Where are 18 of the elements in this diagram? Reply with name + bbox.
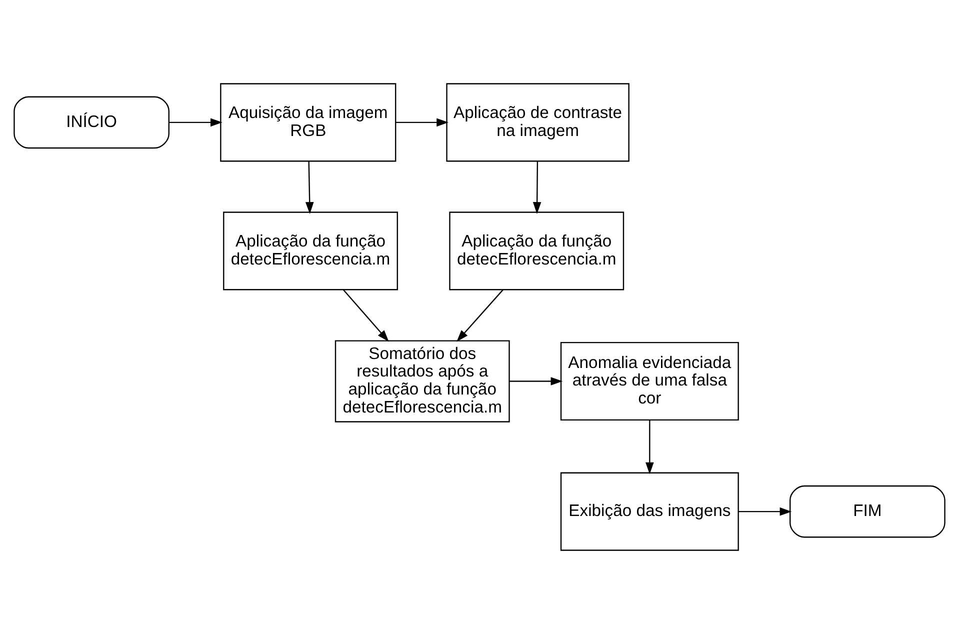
node-box: Exibição das imagens <box>560 472 738 551</box>
node-box: Aplicação de contraste na imagem <box>446 83 629 162</box>
node-box: Somatório dos resultados após a aplicação da função detecEflorescencia.m <box>334 340 510 422</box>
arrow <box>532 161 541 214</box>
arrow <box>304 161 314 214</box>
arrow <box>738 507 792 516</box>
arrow <box>645 420 654 474</box>
node-box: FIM <box>789 485 945 538</box>
node-box: Aplicação da função detecEflorescencia.m <box>448 212 624 290</box>
arrow <box>456 289 503 342</box>
arrow <box>395 118 448 127</box>
arrow <box>342 289 388 342</box>
arrow <box>508 377 562 386</box>
node-box: Aquisição da imagem RGB <box>220 83 396 162</box>
node-box: INÍCIO <box>13 96 169 149</box>
arrow <box>168 118 222 127</box>
node-box: Anomalia evidenciada através de uma falsa cor <box>560 342 738 421</box>
node-box: Aplicação da função detecEflorescencia.m <box>222 212 398 290</box>
